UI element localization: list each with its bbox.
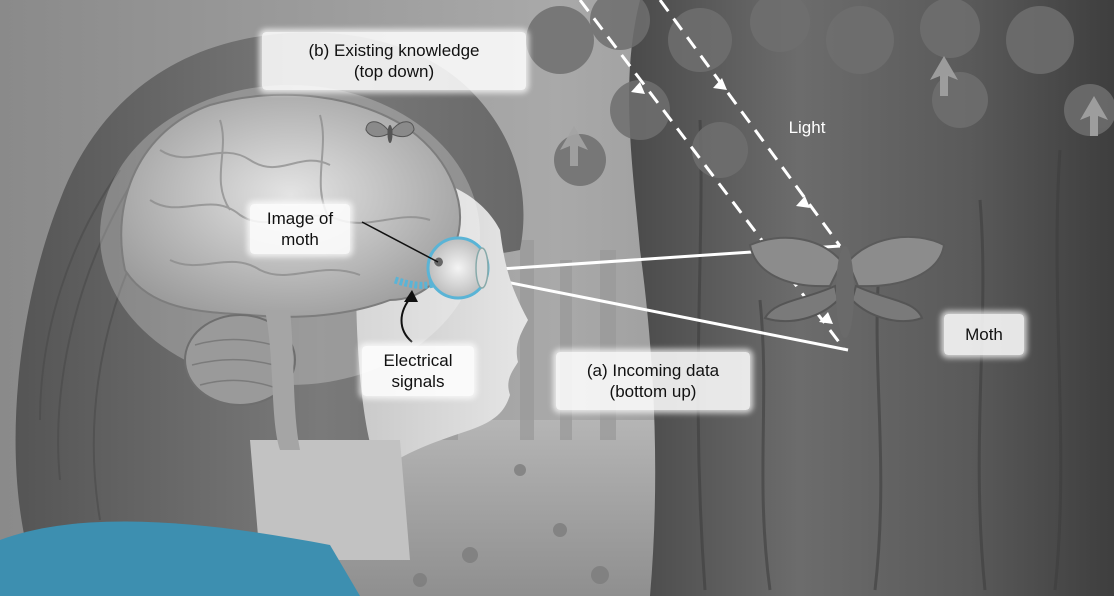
moth-label: Moth [944,314,1024,355]
existing-knowledge-line-2: (top down) [266,61,522,82]
existing-knowledge-label: (b) Existing knowledge (top down) [262,32,526,90]
image-of-moth-label: Image of moth [250,204,350,254]
light-text: Light [772,117,842,138]
eye-lens [476,248,488,288]
electrical-signals-line-1: Electrical [364,350,472,371]
image-of-moth-line-2: moth [252,229,348,250]
image-of-moth-line-1: Image of [252,208,348,229]
incoming-data-label: (a) Incoming data (bottom up) [556,352,750,410]
light-label: Light [772,117,842,138]
existing-knowledge-line-1: (b) Existing knowledge [266,40,522,61]
incoming-data-line-2: (bottom up) [560,381,746,402]
electrical-signals-label: Electrical signals [362,346,474,396]
moth-text: Moth [946,324,1022,345]
electrical-signals-line-2: signals [364,371,472,392]
incoming-data-line-1: (a) Incoming data [560,360,746,381]
